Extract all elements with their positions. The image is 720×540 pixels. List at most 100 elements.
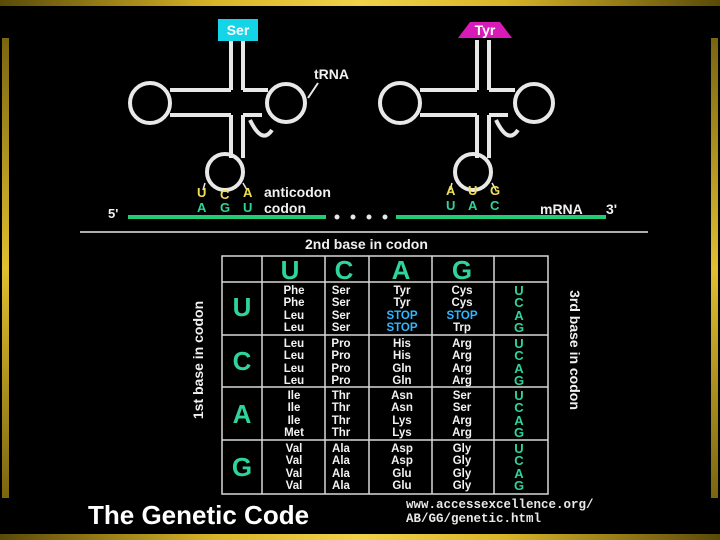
- left-anticodon-base: C: [220, 187, 230, 202]
- mrna-gap-dot: [350, 214, 356, 220]
- first-base-axis-label: 1st base in codon: [190, 300, 206, 420]
- first-base-letter: A: [232, 399, 252, 429]
- amino-acid-label: Asn: [391, 390, 413, 402]
- amino-acid-label: Ser: [452, 390, 472, 402]
- second-base-letter: A: [391, 255, 411, 285]
- amino-acid-label: Val: [285, 443, 303, 455]
- right-anticodon-base: G: [490, 183, 501, 198]
- amino-acid-label: Leu: [283, 338, 305, 350]
- amino-acid-label: Trp: [453, 321, 471, 334]
- third-base-letter: G: [513, 477, 525, 493]
- right-codon-base: A: [468, 198, 478, 213]
- third-base-letter: A: [514, 412, 524, 428]
- second-base-letter: C: [334, 255, 354, 285]
- amino-acid-label: Gln: [392, 362, 412, 375]
- codon-label: codon: [264, 200, 306, 216]
- amino-acid-label: Pro: [331, 362, 351, 375]
- top-frame-bar: [0, 0, 720, 6]
- amino-acid-label: Val: [285, 455, 303, 468]
- right-trna-variable-loop: [494, 119, 520, 138]
- stop-codon-label: STOP: [386, 309, 418, 322]
- amino-acid-label: Gly: [452, 443, 472, 455]
- third-base-letter: C: [514, 400, 524, 416]
- amino-acid-label: Lys: [392, 414, 412, 427]
- second-base-letter: G: [451, 255, 473, 285]
- amino-acid-label: Thr: [331, 426, 351, 439]
- amino-acid-label: Thr: [331, 390, 351, 402]
- amino-acid-label: Arg: [452, 338, 472, 350]
- stop-codon-label: STOP: [446, 309, 478, 322]
- bottom-frame-bar: [0, 534, 720, 540]
- amino-acid-label: Met: [284, 426, 304, 439]
- amino-acid-label: Asp: [391, 455, 413, 468]
- mrna-label: mRNA: [540, 201, 583, 217]
- mrna-gap-dot: [382, 214, 388, 220]
- amino-acid-label: Ala: [332, 455, 350, 468]
- amino-acid-label: Phe: [283, 297, 305, 310]
- amino-acid-label: Val: [285, 479, 303, 492]
- amino-acid-label: Leu: [283, 374, 305, 387]
- trna-label: tRNA: [314, 66, 349, 82]
- first-base-letter: U: [232, 292, 252, 322]
- amino-acid-label: Lys: [392, 426, 412, 439]
- ser-amino-box: [218, 19, 258, 41]
- anticodon-label: anticodon: [264, 184, 331, 200]
- third-base-letter: C: [514, 295, 524, 311]
- amino-acid-label: Thr: [331, 402, 351, 415]
- amino-acid-label: Ala: [332, 479, 350, 492]
- tyr-amino-label: Tyr: [475, 22, 496, 38]
- amino-acid-label: Tyr: [393, 297, 411, 310]
- right-anticodon-base: U: [468, 183, 478, 198]
- amino-acid-label: Ser: [331, 285, 351, 297]
- third-base-letter: U: [514, 336, 524, 351]
- codon-ticks: [202, 182, 497, 191]
- right-codon-base: C: [490, 198, 500, 213]
- genetic-code-title: The Genetic Code: [88, 500, 310, 530]
- amino-acid-label: Thr: [331, 414, 351, 427]
- second-base-header: 2nd base in codon: [305, 236, 428, 252]
- amino-acid-label: Ile: [287, 402, 301, 415]
- tyr-amino-box: [458, 22, 512, 38]
- amino-acid-label: Pro: [331, 350, 351, 363]
- amino-acid-label: His: [393, 338, 411, 350]
- amino-acid-label: Arg: [452, 414, 472, 427]
- mrna-gap-dot: [334, 214, 340, 220]
- amino-acid-label: Tyr: [393, 285, 411, 297]
- left-trna-loop-right: [265, 82, 307, 124]
- right-trna-loop-right: [513, 82, 555, 124]
- left-trna-variable-loop: [248, 119, 274, 138]
- five-prime-label: 5': [108, 206, 119, 221]
- ser-amino-label: Ser: [227, 22, 250, 38]
- right-frame-bar: [711, 38, 718, 498]
- first-base-letter: C: [232, 346, 252, 376]
- amino-acid-label: Gly: [452, 467, 472, 480]
- amino-acid-label: Phe: [283, 285, 305, 297]
- amino-acid-label: His: [393, 350, 411, 363]
- left-anticodon-base: U: [197, 185, 207, 200]
- stop-codon-label: STOP: [386, 321, 418, 334]
- amino-acid-label: Pro: [331, 338, 351, 350]
- third-base-letter: U: [514, 441, 524, 456]
- left-trna-stem: [229, 40, 245, 90]
- amino-acid-label: Arg: [452, 374, 472, 387]
- amino-acid-label: Gly: [452, 479, 472, 492]
- left-codon-base: U: [243, 200, 253, 215]
- right-codon-base: U: [446, 198, 456, 213]
- amino-acid-label: Cys: [451, 285, 473, 297]
- amino-acid-label: Ile: [287, 414, 301, 427]
